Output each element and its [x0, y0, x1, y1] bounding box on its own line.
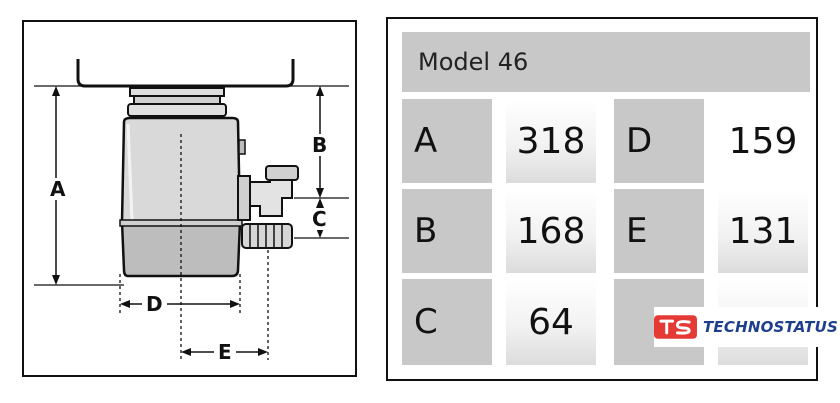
- row-d-value: 159: [718, 99, 808, 183]
- row-a-value: 318: [506, 99, 596, 183]
- row-b-label: B: [402, 189, 492, 273]
- flange-top: [129, 87, 225, 97]
- dimension-diagram: A B C D E: [22, 20, 357, 377]
- flange-ring-1: [133, 95, 221, 105]
- dimension-label-d: D: [142, 293, 167, 315]
- dimension-label-a: A: [48, 177, 68, 201]
- row-e-value: 131: [718, 189, 808, 273]
- row-e-label: E: [614, 189, 704, 273]
- row-c-value: 64: [506, 279, 596, 365]
- logo-text: TECHNOSTATUS: [702, 318, 838, 336]
- dimension-label-b: B: [310, 133, 330, 157]
- logo-mark-icon: [654, 315, 697, 339]
- disposer-drawing: [34, 59, 349, 360]
- dimension-label-e: E: [214, 341, 236, 363]
- sink-outline: [76, 59, 295, 88]
- row-b-value: 168: [506, 189, 596, 273]
- technostatus-logo: TECHNOSTATUS: [654, 307, 838, 347]
- row-d-label: D: [614, 99, 704, 183]
- flange-ring-2: [127, 103, 227, 117]
- row-a-label: A: [402, 99, 492, 183]
- dimension-label-c: C: [310, 207, 329, 231]
- row-c-label: C: [402, 279, 492, 365]
- model-title: Model 46: [402, 32, 810, 92]
- outlet-nut: [241, 223, 293, 249]
